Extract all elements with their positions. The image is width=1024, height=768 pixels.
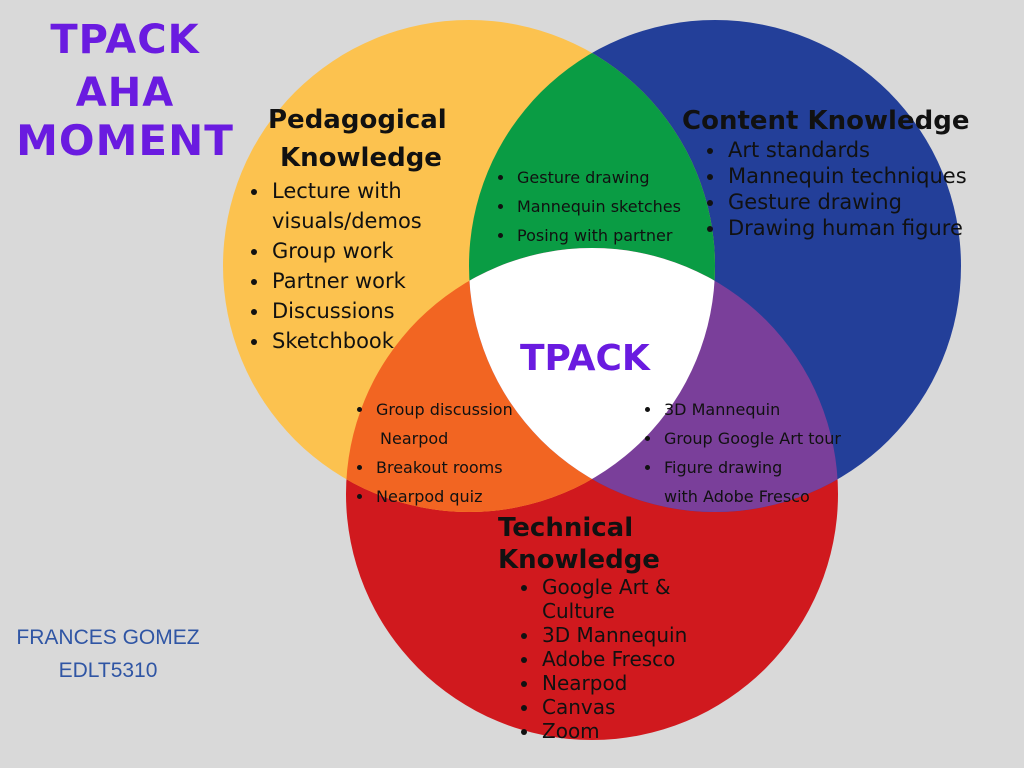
list-item: Partner work [270, 266, 422, 296]
author-name: FRANCES GOMEZ [16, 626, 200, 649]
technical-heading-line-2: Knowledge [498, 545, 660, 575]
list-item-continuation: with Adobe Fresco [664, 487, 810, 506]
list-item: Sketchbook [270, 326, 422, 356]
list-item-continuation: Nearpod [380, 429, 449, 448]
pedagogical-list: Lecture with visuals/demos Group work Pa… [244, 176, 422, 356]
list-item: visuals/demos [270, 206, 422, 236]
list-item: Group work [270, 236, 422, 266]
list-item: Adobe Fresco [540, 647, 687, 671]
list-item: Nearpod [374, 424, 513, 453]
content-heading: Content Knowledge [682, 106, 970, 136]
list-item: Lecture with [270, 176, 422, 206]
list-item: 3D Mannequin [662, 395, 841, 424]
list-item: Posing with partner [515, 221, 681, 250]
title-line-1: TPACK [50, 17, 200, 63]
content-list: Art standards Mannequin techniques Gestu… [700, 137, 967, 241]
list-item: Mannequin techniques [726, 163, 967, 189]
technical-heading-line-1: Technical [498, 513, 634, 543]
course-code: EDLT5310 [58, 659, 158, 682]
list-item: Breakout rooms [374, 453, 513, 482]
list-item: Nearpod quiz [374, 482, 513, 511]
list-item: Group Google Art tour [662, 424, 841, 453]
list-item: Culture [540, 599, 687, 623]
title-line-3: MOMENT [16, 116, 234, 165]
list-item: with Adobe Fresco [662, 482, 841, 511]
pedagogical-heading-line-2: Knowledge [280, 143, 442, 173]
list-item: Art standards [726, 137, 967, 163]
pedagogical-technical-list: Group discussion Nearpod Breakout rooms … [348, 395, 513, 511]
pedagogical-heading-line-1: Pedagogical [268, 105, 447, 135]
list-item: Canvas [540, 695, 687, 719]
technical-list: Google Art & Culture 3D Mannequin Adobe … [514, 575, 687, 743]
title-line-2: AHA [75, 70, 175, 116]
list-item-continuation: Culture [542, 599, 615, 623]
list-item: Figure drawing [662, 453, 841, 482]
list-item-continuation: visuals/demos [272, 209, 422, 233]
list-item: Nearpod [540, 671, 687, 695]
list-item: Discussions [270, 296, 422, 326]
list-item: Gesture drawing [726, 189, 967, 215]
list-item: Drawing human figure [726, 215, 967, 241]
list-item: 3D Mannequin [540, 623, 687, 647]
list-item: Mannequin sketches [515, 192, 681, 221]
list-item: Group discussion [374, 395, 513, 424]
list-item: Gesture drawing [515, 163, 681, 192]
pedagogical-content-list: Gesture drawing Mannequin sketches Posin… [489, 163, 681, 250]
tpack-center-label: TPACK [520, 338, 650, 379]
technical-content-list: 3D Mannequin Group Google Art tour Figur… [636, 395, 841, 511]
list-item: Google Art & [540, 575, 687, 599]
list-item: Zoom [540, 719, 687, 743]
